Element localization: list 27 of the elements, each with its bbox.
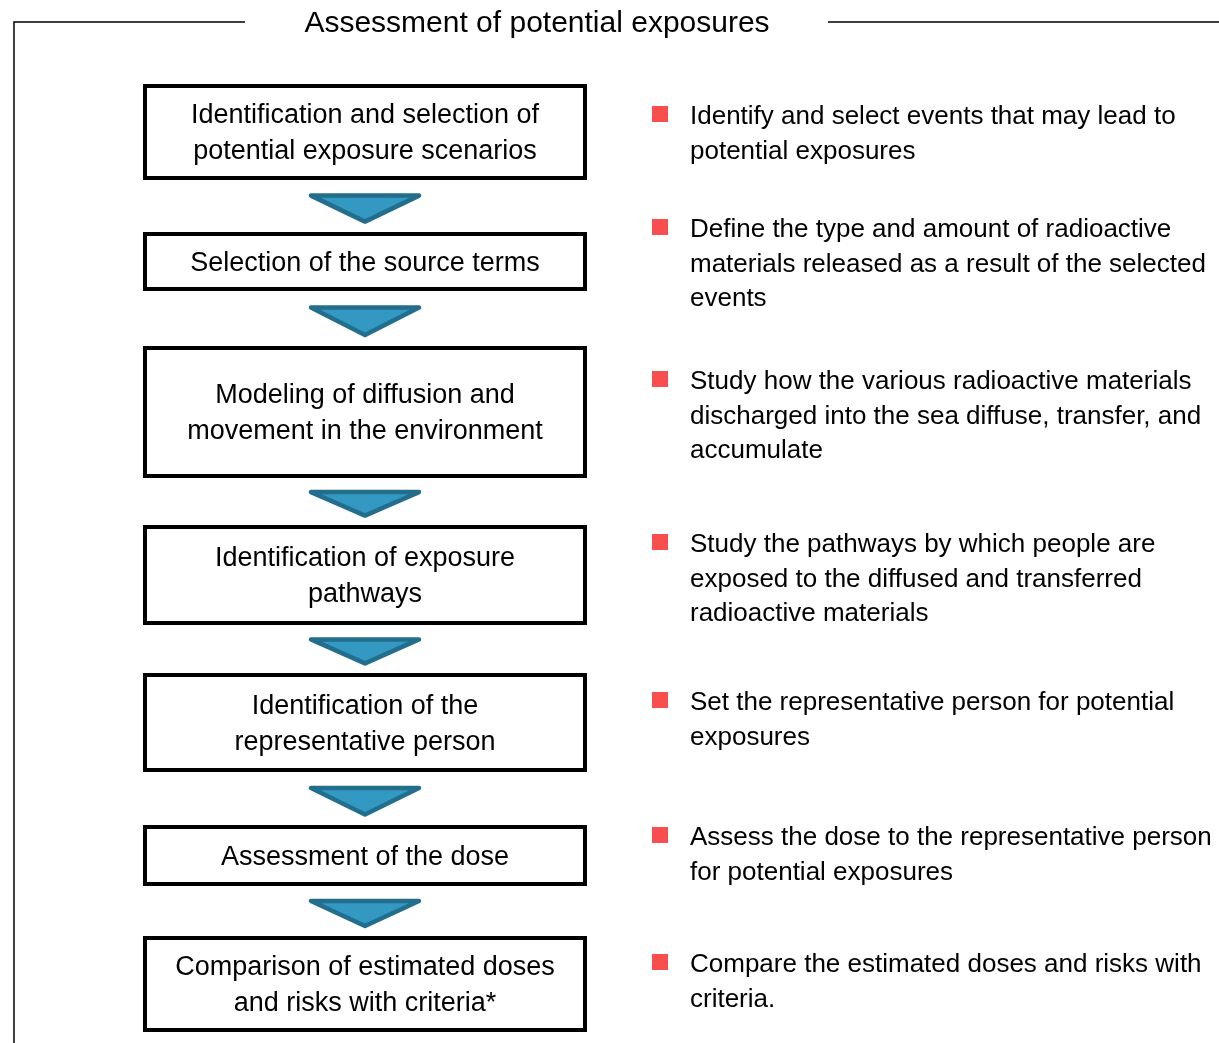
step-description: Compare the estimated doses and risks with criteria.	[690, 947, 1203, 1015]
step-description: Study the pathways by which people are exposed to the diffused and transferred radioactive materials	[690, 527, 1157, 629]
process-box	[143, 673, 587, 772]
process-box	[143, 936, 587, 1032]
step-description: Identify and select events that may lead to potential exposures	[690, 99, 1177, 167]
process-box	[143, 525, 587, 625]
chevron-arrow	[308, 898, 422, 929]
box-text: Selection of the source terms	[189, 245, 541, 279]
chevron-arrow	[308, 193, 422, 224]
step-description: Assess the dose to the representative person for potential exposures	[690, 820, 1213, 888]
process-box	[143, 346, 587, 478]
box-text: Assessment of the dose	[219, 839, 511, 873]
process-box	[143, 84, 587, 180]
chevron-arrow	[308, 305, 422, 338]
step-description: Define the type and amount of radioactive materials released as a result of the selected events	[690, 212, 1207, 314]
box-text: Comparison of estimated doses and risks with criteria*	[174, 950, 556, 1019]
step-description: Study how the various radioactive materials discharged into the sea diffuse, transfer, and accumulate	[690, 364, 1203, 466]
box-text: Identification of the representative person	[233, 688, 497, 758]
chevron-arrow	[308, 489, 422, 518]
box-text: Modeling of diffusion and movement in the environment	[186, 378, 544, 447]
chevron-arrow	[308, 637, 422, 666]
box-text: Identification of exposure pathways	[213, 541, 517, 610]
step-description: Set the representative person for potential exposures	[690, 685, 1176, 753]
box-text: Identification and selection of potential exposure scenarios	[189, 98, 541, 167]
process-box	[143, 232, 587, 291]
chevron-arrow	[308, 785, 422, 817]
process-box	[143, 825, 587, 886]
